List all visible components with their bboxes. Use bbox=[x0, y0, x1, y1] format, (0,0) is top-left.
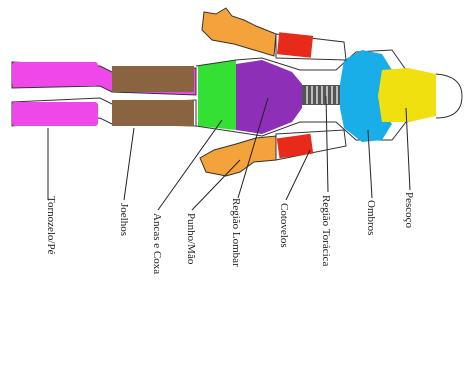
thoracic-vertebrae bbox=[307, 86, 337, 104]
upper-elbow-region bbox=[277, 32, 313, 57]
label-punho-mao: Punho/Mão bbox=[184, 213, 198, 373]
right-knee-region bbox=[112, 100, 194, 126]
head-outline bbox=[436, 74, 462, 118]
label-pescoco: Pescoço bbox=[402, 192, 416, 352]
leader-joelhos bbox=[124, 128, 134, 200]
lower-hand bbox=[200, 136, 276, 176]
label-tornozelo-pe: Tornozelo/Pé bbox=[44, 196, 58, 356]
label-cotovelos: Cotovelos bbox=[277, 203, 291, 363]
label-joelhos: Joelhos bbox=[117, 203, 131, 363]
right-foot-region bbox=[12, 102, 98, 126]
left-foot-region bbox=[12, 62, 98, 86]
lumbar-region bbox=[236, 60, 302, 134]
hips-region bbox=[198, 60, 236, 130]
label-regiao-lombar: Região Lombar bbox=[229, 198, 243, 358]
left-knee-region bbox=[112, 66, 194, 92]
label-ancas-coxa: Ancas e Coxa bbox=[150, 213, 164, 373]
upper-hand bbox=[202, 8, 276, 56]
label-ombros: Ombros bbox=[364, 200, 378, 360]
label-regiao-toracica: Região Torácica bbox=[319, 195, 333, 355]
neck-region bbox=[378, 68, 444, 122]
body-diagram: Tornozelo/Pé Joelhos Ancas e Coxa Punho/… bbox=[0, 0, 467, 327]
